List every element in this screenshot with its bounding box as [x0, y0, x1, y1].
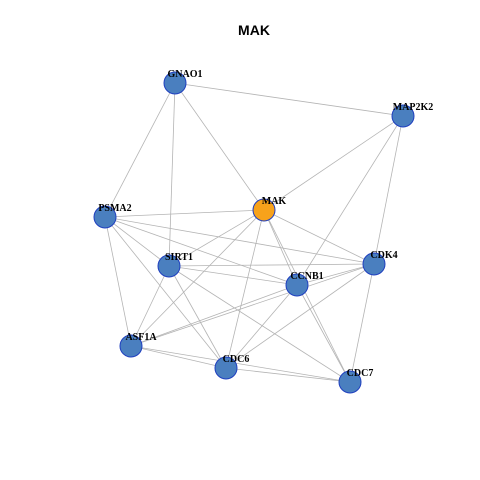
edge-psma2-asf1a — [104, 216, 132, 347]
edge-map2k2-ccnb1 — [296, 115, 404, 286]
edge-asf1a-cdc6 — [130, 345, 227, 369]
edge-ccnb1-cdc6 — [225, 284, 298, 369]
edge-psma2-cdc6 — [104, 216, 227, 369]
node-cdk4[interactable] — [362, 252, 386, 276]
edge-mak-asf1a — [130, 209, 265, 347]
edge-cdk4-asf1a — [130, 263, 375, 347]
edge-mak-psma2 — [104, 209, 265, 218]
node-label-psma2: PSMA2 — [98, 203, 131, 214]
edge-sirt1-cdc6 — [168, 265, 227, 369]
node-cdc7[interactable] — [338, 370, 362, 394]
edges-layer — [104, 82, 404, 383]
edge-mak-cdk4 — [263, 209, 375, 265]
node-asf1a[interactable] — [119, 334, 143, 358]
edge-asf1a-cdc7 — [130, 345, 351, 383]
node-label-gnao1: GNAO1 — [168, 69, 203, 80]
edge-sirt1-cdc7 — [168, 265, 351, 383]
node-label-cdc7: CDC7 — [347, 368, 374, 379]
edge-sirt1-ccnb1 — [168, 265, 298, 286]
edge-gnao1-mak — [174, 82, 265, 211]
nodes-layer — [93, 71, 415, 394]
node-label-ccnb1: CCNB1 — [290, 271, 323, 282]
node-label-map2k2: MAP2K2 — [393, 102, 434, 113]
node-gnao1[interactable] — [163, 71, 187, 95]
node-label-asf1a: ASF1A — [125, 332, 157, 343]
edge-mak-cdc7 — [263, 209, 351, 383]
edge-gnao1-map2k2 — [174, 82, 404, 117]
edge-psma2-sirt1 — [104, 216, 170, 267]
edge-cdk4-cdc7 — [349, 263, 375, 383]
edge-map2k2-mak — [263, 115, 404, 211]
edge-cdk4-cdc6 — [225, 263, 375, 369]
edge-map2k2-cdk4 — [373, 115, 404, 265]
node-cdc6[interactable] — [214, 356, 238, 380]
node-label-cdk4: CDK4 — [370, 250, 397, 261]
node-label-mak: MAK — [262, 196, 287, 207]
node-sirt1[interactable] — [157, 254, 181, 278]
edge-cdc6-cdc7 — [225, 367, 351, 383]
edge-sirt1-cdk4 — [168, 263, 375, 267]
graph-title: MAK — [238, 22, 270, 38]
node-map2k2[interactable] — [391, 104, 415, 128]
edge-sirt1-asf1a — [130, 265, 170, 347]
edge-cdk4-ccnb1 — [296, 263, 375, 286]
edge-psma2-ccnb1 — [104, 216, 298, 286]
edge-mak-sirt1 — [168, 209, 265, 267]
node-psma2[interactable] — [93, 205, 117, 229]
node-label-sirt1: SIRT1 — [165, 252, 193, 263]
edge-gnao1-sirt1 — [168, 82, 176, 267]
node-label-cdc6: CDC6 — [223, 354, 250, 365]
edge-mak-cdc6 — [225, 209, 265, 369]
edge-ccnb1-asf1a — [130, 284, 298, 347]
edge-ccnb1-cdc7 — [296, 284, 351, 383]
node-ccnb1[interactable] — [285, 273, 309, 297]
node-mak[interactable] — [252, 198, 276, 222]
edge-gnao1-psma2 — [104, 82, 176, 218]
edge-psma2-cdk4 — [104, 216, 375, 265]
